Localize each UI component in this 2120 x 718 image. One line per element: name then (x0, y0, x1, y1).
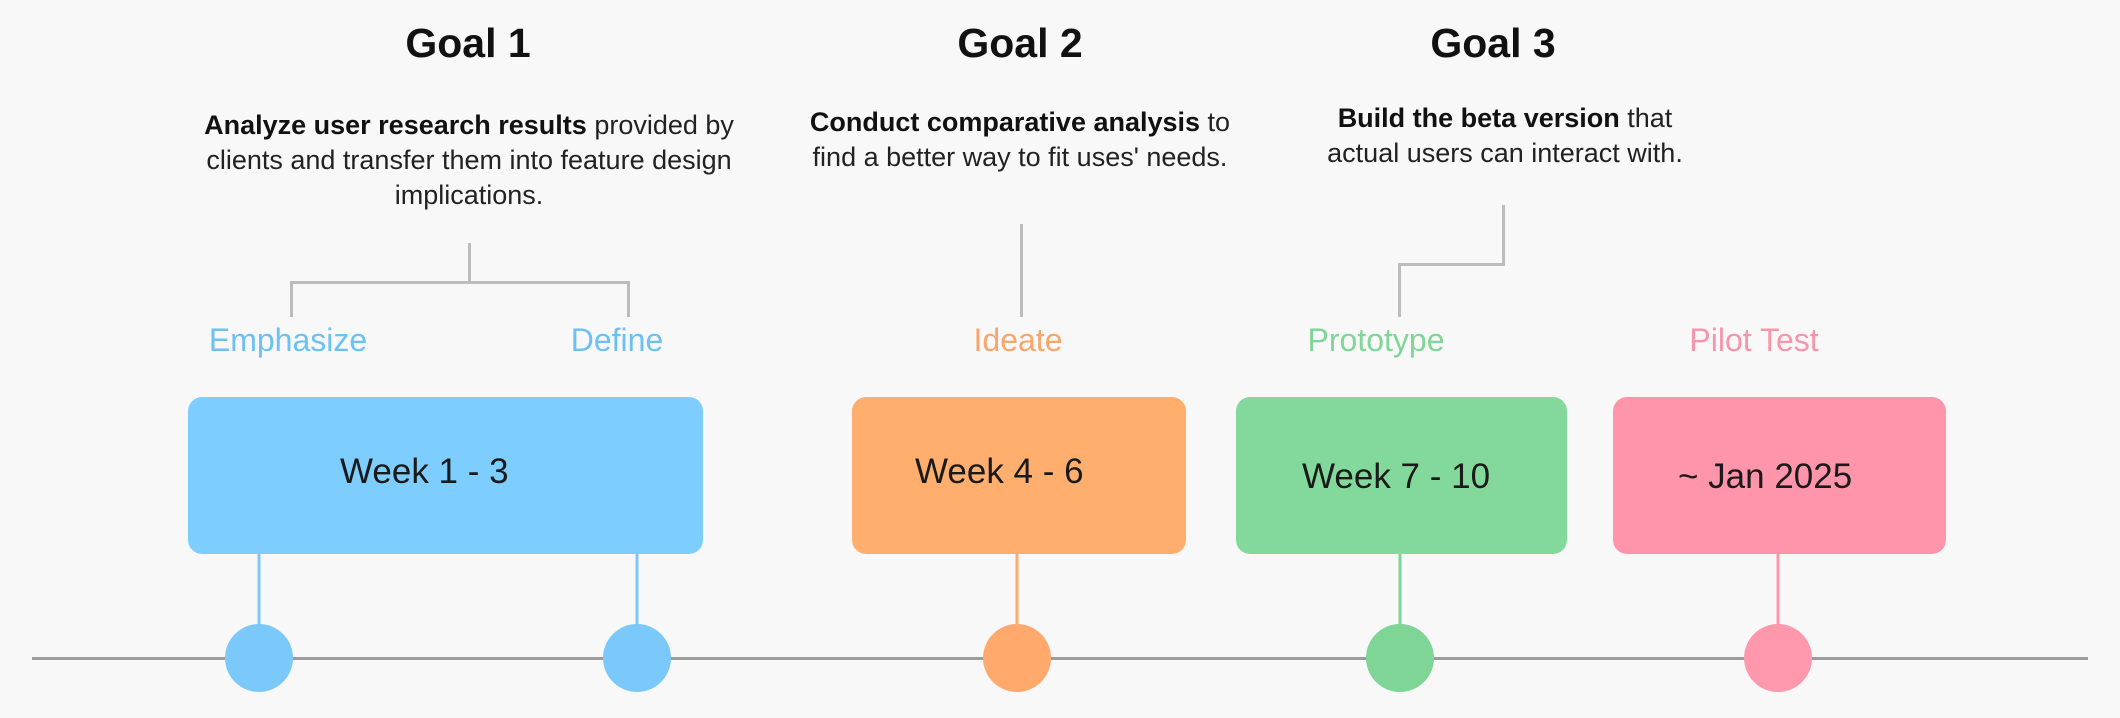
goal-3-description-bold: Build the beta version (1337, 103, 1620, 133)
card-week-7-10-label: Week 7 - 10 (1302, 457, 1491, 496)
goal-2-connector (1020, 224, 1023, 317)
stem-pilot-test (1776, 554, 1780, 634)
goal-2-description-rest: to find a better way to fit uses' needs. (812, 107, 1231, 172)
phase-prototype-label: Prototype (1307, 322, 1445, 358)
phase-emphasize-label: Emphasize (208, 322, 368, 358)
card-jan-2025: ~ Jan 2025 (1613, 397, 1946, 554)
goal-3-connector-leg (1398, 263, 1401, 317)
phase-define-label: Define (570, 322, 664, 358)
goal-3-connector-stem (1502, 205, 1505, 265)
goal-3-connector-bar (1398, 263, 1505, 266)
timeline-axis (32, 657, 2088, 660)
stem-prototype (1398, 554, 1402, 634)
stem-define (635, 554, 639, 634)
goal-2-title: Goal 2 (957, 20, 1083, 66)
card-week-1-3: Week 1 - 3 (188, 397, 703, 554)
card-week-1-3-label: Week 1 - 3 (340, 452, 509, 491)
milestone-dot-emphasize (225, 624, 293, 692)
milestone-dot-pilot-test (1744, 624, 1812, 692)
goal-1-connector-stem (468, 243, 471, 283)
card-week-4-6: Week 4 - 6 (852, 397, 1186, 554)
card-jan-2025-label: ~ Jan 2025 (1678, 457, 1853, 496)
goal-3-description-rest: that actual users can interact with. (1327, 103, 1683, 168)
goal-3-description: Build the beta version that actual users… (1305, 101, 1705, 171)
phase-pilot-test-label: Pilot Test (1689, 322, 1819, 358)
card-week-7-10: Week 7 - 10 (1236, 397, 1567, 554)
stem-emphasize (257, 554, 261, 634)
goal-1-connector-bar (290, 281, 630, 284)
goal-1-title: Goal 1 (405, 20, 531, 66)
goal-2-description-bold: Conduct comparative analysis (809, 107, 1201, 137)
milestone-dot-prototype (1366, 624, 1434, 692)
goal-2-description: Conduct comparative analysis to find a b… (795, 105, 1245, 175)
stem-ideate (1015, 554, 1019, 634)
goal-1-connector-right-leg (627, 281, 630, 317)
goal-1-description-bold: Analyze user research results (204, 110, 587, 140)
goal-3-title: Goal 3 (1430, 20, 1556, 66)
goal-1-connector-left-leg (290, 281, 293, 317)
goal-1-description-rest: provided by clients and transfer them in… (206, 110, 734, 210)
milestone-dot-ideate (983, 624, 1051, 692)
goal-1-description: Analyze user research results provided b… (189, 108, 749, 213)
phase-ideate-label: Ideate (973, 322, 1063, 358)
milestone-dot-define (603, 624, 671, 692)
card-week-4-6-label: Week 4 - 6 (915, 452, 1084, 491)
